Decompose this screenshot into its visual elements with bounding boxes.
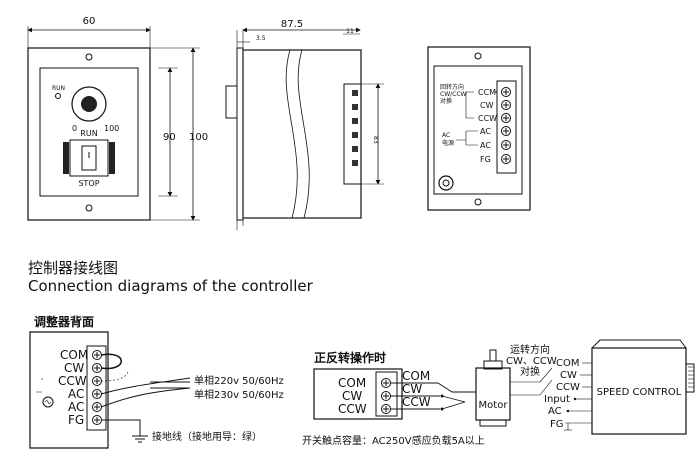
ground-note: 接地线（接地用导：绿）: [152, 430, 262, 443]
speed-dial[interactable]: [71, 86, 107, 122]
fwd-rev-title: 正反转操作时: [314, 350, 386, 365]
dim-side-11: 11: [346, 28, 354, 35]
front-view: 60 RUN 0 100 RUN STOP 90 100: [27, 16, 208, 221]
dim-flange-3-5: 3.5: [256, 35, 266, 42]
sc-dir-en: CW、CCW: [506, 356, 557, 367]
rear-dir-swap: 对换: [440, 97, 452, 105]
run-led: [55, 93, 61, 99]
title-en: Connection diagrams of the controller: [28, 277, 314, 295]
switch-run-label: RUN: [80, 129, 97, 138]
motor-label: Motor: [479, 400, 509, 411]
svg-text:CW: CW: [560, 370, 577, 381]
svg-text:COM: COM: [60, 348, 88, 362]
rear-ac-label: AC: [442, 132, 450, 139]
svg-text:CCW: CCW: [478, 114, 497, 123]
svg-text:AC: AC: [68, 400, 84, 414]
svg-text:CCW: CCW: [338, 402, 367, 416]
run-led-label: RUN: [52, 85, 65, 92]
svg-text:CCW: CCW: [556, 382, 580, 393]
switch-stop-label: STOP: [78, 179, 99, 188]
svg-text:FG: FG: [68, 413, 84, 427]
svg-text:CW: CW: [480, 101, 494, 110]
dim-terminal-83: 83: [372, 136, 379, 144]
svg-text:AC: AC: [480, 127, 491, 136]
speed-control-diagram: 运转方向 CW、CCW 对换 COM CW CCW Input AC FG SP…: [506, 339, 695, 435]
contact-note: 开关触点容量：AC250V感应负载5A以上: [302, 434, 485, 447]
svg-text:FG: FG: [550, 419, 564, 430]
speed-control-label: SPEED CONTROL: [597, 387, 682, 398]
sc-dir-swap: 对换: [520, 365, 540, 378]
back-title: 调整器背面: [34, 314, 94, 329]
svg-text:CW: CW: [402, 382, 422, 396]
title-cn: 控制器接线图: [28, 259, 118, 277]
back-wiring: 调整器背面 COM CW CCW AC AC FG 单相220v 50/60Hz…: [29, 314, 284, 449]
svg-text:CCW: CCW: [58, 374, 87, 388]
supply-line-1: 单相220v 50/60Hz: [194, 374, 284, 387]
svg-text:Input: Input: [544, 394, 570, 405]
dim-width-60: 60: [83, 16, 96, 27]
rear-view: 回转方向 CW/CCW 对换 AC 电源 CCM CW CCW AC: [427, 46, 531, 211]
fwd-rev-diagram: 正反转操作时 COM CW CCW COM CW CCW Motor 开关触点容…: [302, 349, 540, 447]
svg-text:CW: CW: [64, 361, 84, 375]
motor: [475, 367, 511, 421]
supply-line-2: 单相230v 50/60Hz: [194, 388, 284, 401]
screw-hole-top: [85, 53, 93, 61]
rear-knob: [438, 175, 454, 191]
rear-dir-cn: 回转方向: [440, 83, 464, 91]
rear-dir-en: CW/CCW: [440, 91, 467, 98]
dial-max-label: 100: [104, 124, 119, 133]
svg-text:COM: COM: [556, 358, 579, 369]
front-plate: [27, 47, 151, 221]
sc-dir-cn: 运转方向: [510, 343, 550, 356]
svg-text:FG: FG: [480, 155, 491, 164]
rear-ac-cn: 电源: [442, 139, 454, 147]
dim-height-90: 90: [163, 132, 176, 143]
svg-text:CCW: CCW: [402, 395, 431, 409]
screw-hole-bottom: [85, 204, 93, 212]
rear-terminal-block: CCM CW CCW AC AC FG: [478, 87, 511, 164]
svg-text:COM: COM: [402, 369, 430, 383]
dim-height-100: 100: [189, 132, 208, 143]
side-view: 87.5 11 3.5 83: [225, 19, 384, 230]
svg-text:AC: AC: [480, 141, 491, 150]
svg-text:AC: AC: [548, 406, 562, 417]
svg-text:COM: COM: [338, 376, 366, 390]
dim-depth-87-5: 87.5: [281, 19, 303, 30]
svg-text:CW: CW: [342, 389, 362, 403]
dial-min-label: 0: [72, 124, 77, 133]
run-stop-switch[interactable]: [69, 139, 109, 177]
svg-text:AC: AC: [68, 387, 84, 401]
svg-text:CCM: CCM: [478, 88, 496, 97]
